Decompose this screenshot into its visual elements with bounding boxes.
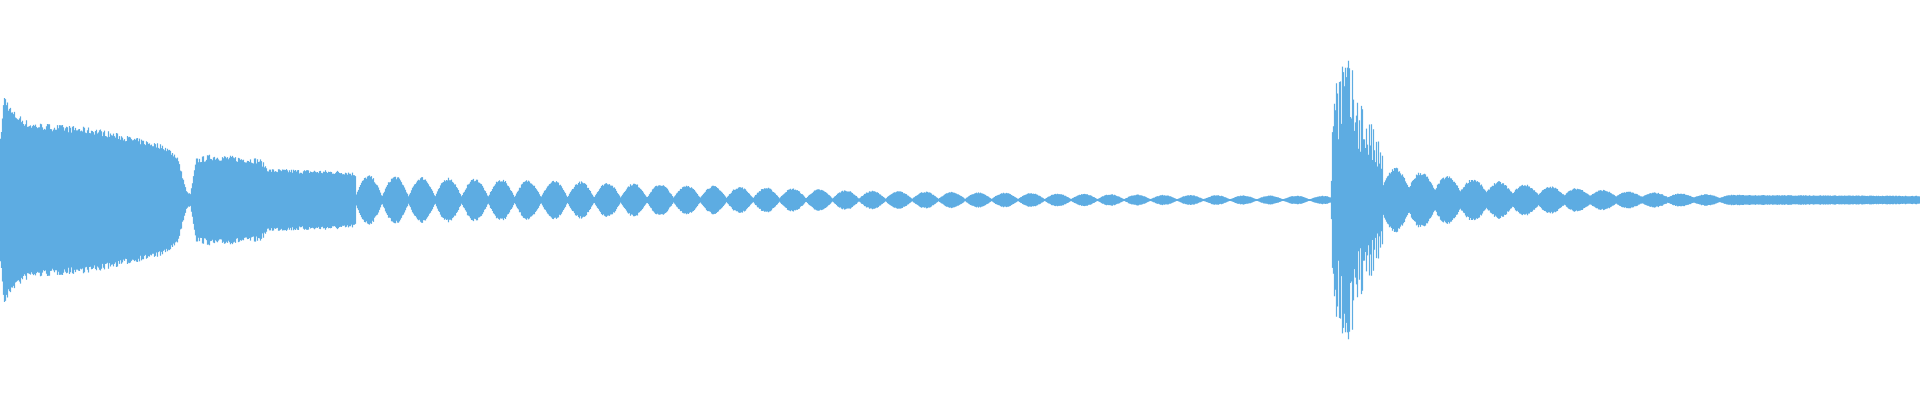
waveform-amplitude-path xyxy=(0,60,1920,340)
waveform-bars xyxy=(0,60,1920,340)
